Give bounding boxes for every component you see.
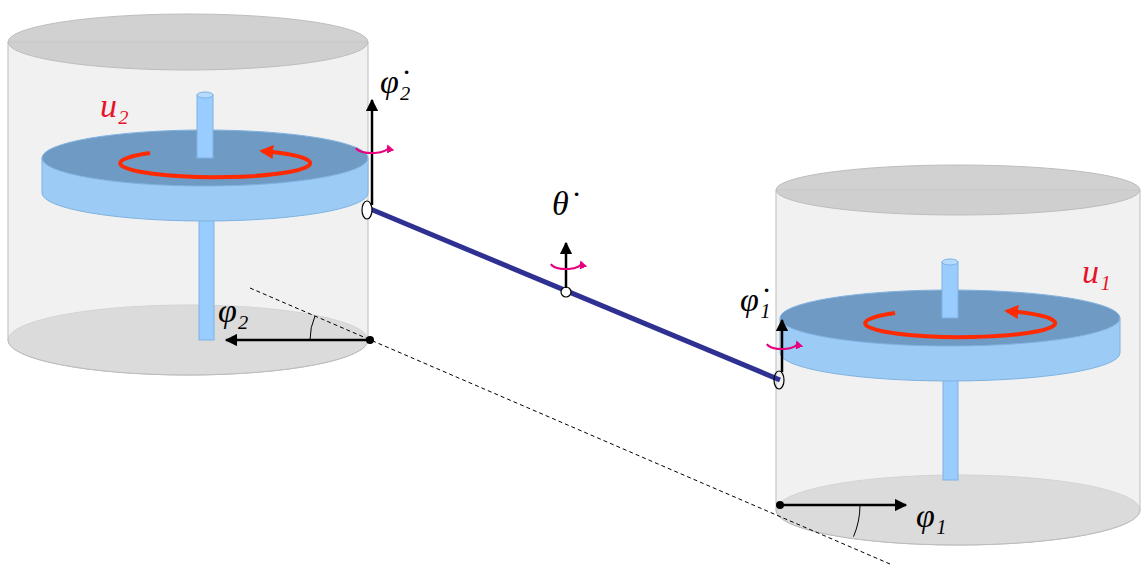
rate-label: φ̇₂	[380, 62, 411, 103]
angle-arc	[310, 316, 315, 340]
angle-label: φ₁	[916, 496, 947, 537]
left-housing	[8, 42, 368, 375]
angle-arrow	[780, 504, 906, 507]
left-housing-top	[8, 14, 368, 70]
joint	[362, 201, 372, 219]
torque-label: u₁	[1082, 252, 1111, 293]
pivot-dot	[776, 501, 784, 509]
rate-arrow	[767, 320, 797, 372]
right-flywheel	[780, 259, 1120, 381]
rate-arrow	[356, 100, 388, 205]
right-housing	[776, 190, 1140, 545]
right-housing-top	[776, 165, 1140, 215]
angle-label: φ₂	[218, 291, 249, 332]
angle-arrow	[226, 339, 370, 342]
link-rod	[368, 208, 780, 380]
torque-label: u₂	[100, 86, 129, 127]
reference-line	[250, 288, 890, 564]
pivot-dot	[366, 336, 374, 344]
joint	[561, 287, 571, 297]
joint	[774, 371, 784, 389]
angle-arc	[854, 505, 861, 537]
rate-arrow	[551, 243, 581, 288]
rate-label: φ̇₁	[740, 280, 771, 321]
rate-label: θ̇	[552, 184, 569, 225]
left-flywheel	[42, 92, 368, 221]
